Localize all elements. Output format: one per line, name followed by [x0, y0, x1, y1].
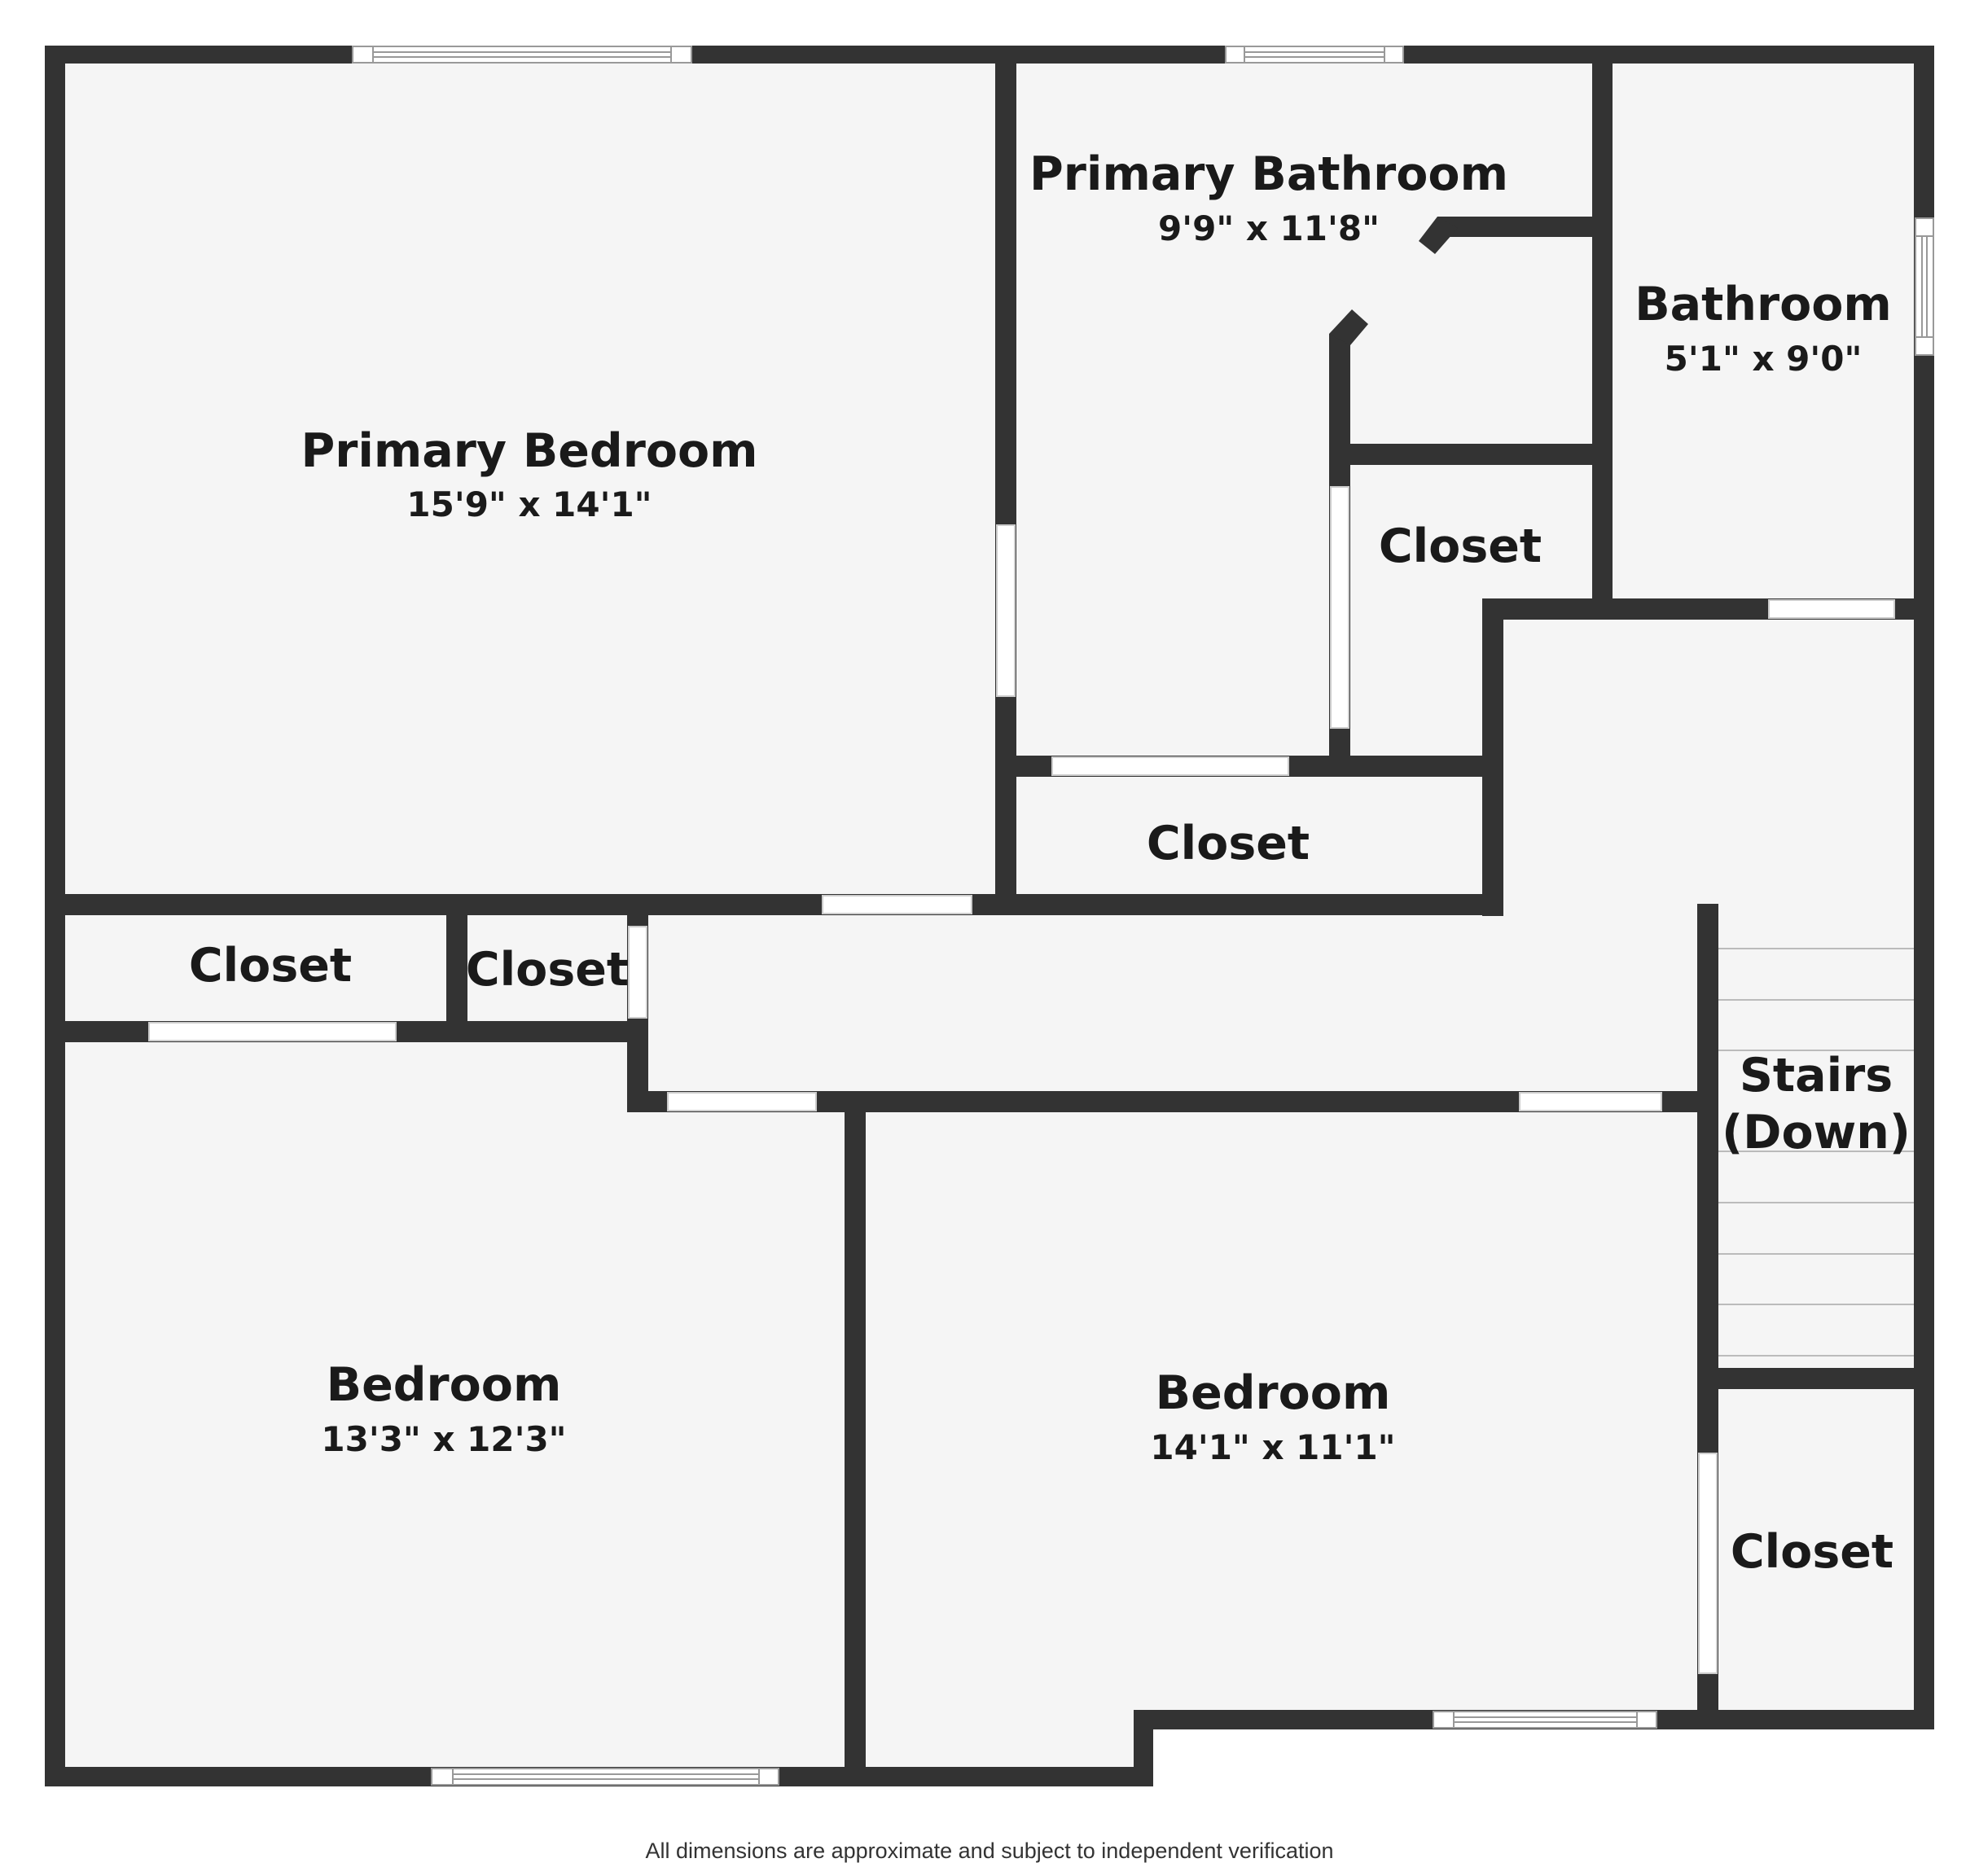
label-closet-left-1: Closet [189, 939, 352, 993]
windows [352, 46, 1934, 1786]
wall-pbath-partition-angle-1 [1419, 217, 1458, 254]
wall-closet-bath-top [1329, 444, 1613, 465]
door-pb-bottom [822, 895, 972, 914]
door-pb-right [996, 524, 1016, 697]
dims-primary-bathroom: 9'9" x 11'8" [1158, 208, 1380, 248]
wall-pb-right [995, 46, 1016, 915]
wall-bath-divider [1592, 46, 1613, 609]
stair-treads [1718, 948, 1914, 1357]
label-bedroom-left: Bedroom [327, 1358, 562, 1412]
label-closet-hall: Closet [1147, 817, 1310, 870]
window-pbath-top [1225, 46, 1404, 64]
room-labels: Primary Bedroom 15'9" x 14'1" Primary Ba… [189, 147, 1911, 1579]
door-pbath-bottom [1051, 756, 1289, 776]
label-closet-left-2: Closet [466, 943, 629, 997]
window-bedroom-left-bottom [431, 1768, 779, 1786]
label-primary-bathroom: Primary Bathroom [1029, 147, 1508, 201]
label-closet-bath: Closet [1379, 519, 1542, 573]
label-primary-bedroom: Primary Bedroom [301, 424, 757, 478]
door-closet-bath-left [1330, 486, 1349, 729]
label-stairs: Stairs [1740, 1049, 1893, 1102]
label-bathroom: Bathroom [1635, 278, 1892, 331]
dims-bedroom-left: 13'3" x 12'3" [321, 1419, 566, 1459]
wall-pbath-partition-top [1437, 217, 1613, 237]
door-bathroom-bottom [1768, 599, 1895, 619]
label-bedroom-right: Bedroom [1156, 1366, 1391, 1420]
door-bedroom-left [667, 1092, 817, 1111]
wall-hall-closet-bottom [995, 894, 1503, 915]
disclaimer-footer: All dimensions are approximate and subje… [645, 1839, 1334, 1863]
wall-closets-divider [446, 894, 467, 1042]
door-closet-left-2 [628, 926, 647, 1019]
window-bathroom-right [1915, 217, 1934, 356]
exterior-notch [1145, 1720, 1935, 1801]
exterior-wall-top [45, 46, 1934, 64]
dims-primary-bedroom: 15'9" x 14'1" [406, 484, 652, 524]
exterior-wall-left [45, 46, 65, 1786]
door-closet-right [1698, 1453, 1718, 1674]
door-closet-left-1 [148, 1022, 397, 1041]
dims-bathroom: 5'1" x 9'0" [1665, 339, 1863, 379]
window-pb-top [352, 46, 692, 64]
wall-stairs-bottom [1697, 1368, 1934, 1389]
window-bedroom-right-bottom [1433, 1711, 1657, 1729]
door-bedroom-right [1519, 1092, 1662, 1111]
dims-bedroom-right: 14'1" x 11'1" [1150, 1427, 1395, 1467]
label-closet-right: Closet [1731, 1525, 1893, 1579]
wall-pbath-partition-angle-2 [1329, 309, 1368, 345]
label-stairs-direction: (Down) [1722, 1106, 1911, 1159]
wall-bedrooms-divider [845, 1091, 866, 1786]
door-openings [148, 486, 1895, 1674]
